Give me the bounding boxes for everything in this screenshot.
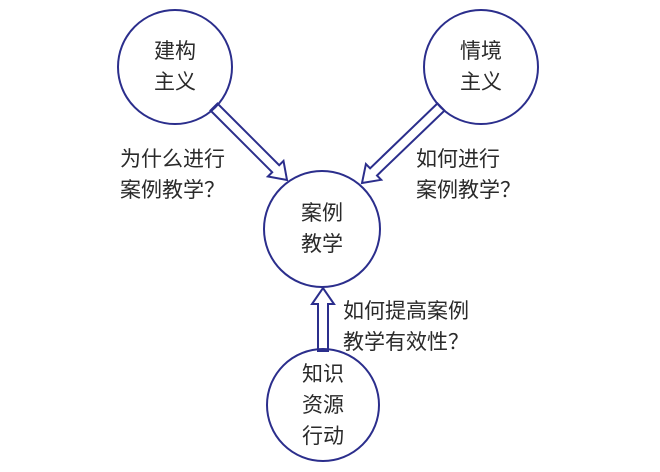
node-knowledge-line-3: 行动	[302, 424, 344, 448]
arrow-knowledge-to-case	[310, 286, 336, 352]
question-why-line-2: 案例教学？	[120, 178, 225, 202]
node-constructivism-line-2: 主义	[154, 70, 196, 94]
node-constructivism-label: 建构 主义	[145, 36, 205, 98]
node-case-teaching-line-2: 教学	[301, 232, 343, 256]
question-why-line-1: 为什么进行	[120, 147, 225, 171]
question-how-line-1: 如何进行	[416, 147, 500, 171]
node-situationism-line-2: 主义	[460, 70, 502, 94]
node-knowledge-line-2: 资源	[302, 393, 344, 417]
node-case-teaching-line-1: 案例	[301, 201, 343, 225]
node-case-teaching-circle	[263, 170, 381, 288]
question-how-line-2: 案例教学？	[416, 178, 521, 202]
arrow-constructivism-to-case	[209, 102, 289, 182]
node-situationism-line-1: 情境	[460, 39, 502, 63]
node-constructivism-line-1: 建构	[154, 39, 196, 63]
question-how: 如何进行 案例教学？	[416, 144, 521, 206]
node-case-teaching-label: 案例 教学	[291, 198, 353, 260]
node-knowledge-label: 知识 资源 行动	[293, 359, 353, 452]
arrow-situationism-to-case	[360, 101, 446, 185]
question-effectiveness-line-1: 如何提高案例	[343, 299, 469, 323]
node-situationism-label: 情境 主义	[451, 36, 511, 98]
node-knowledge-circle	[266, 348, 380, 462]
node-situationism-circle	[423, 9, 539, 125]
node-constructivism-circle	[117, 9, 233, 125]
question-why: 为什么进行 案例教学？	[120, 144, 225, 206]
question-effectiveness-line-2: 教学有效性？	[343, 330, 469, 354]
node-knowledge-line-1: 知识	[302, 362, 344, 386]
question-effectiveness: 如何提高案例 教学有效性？	[343, 296, 469, 358]
